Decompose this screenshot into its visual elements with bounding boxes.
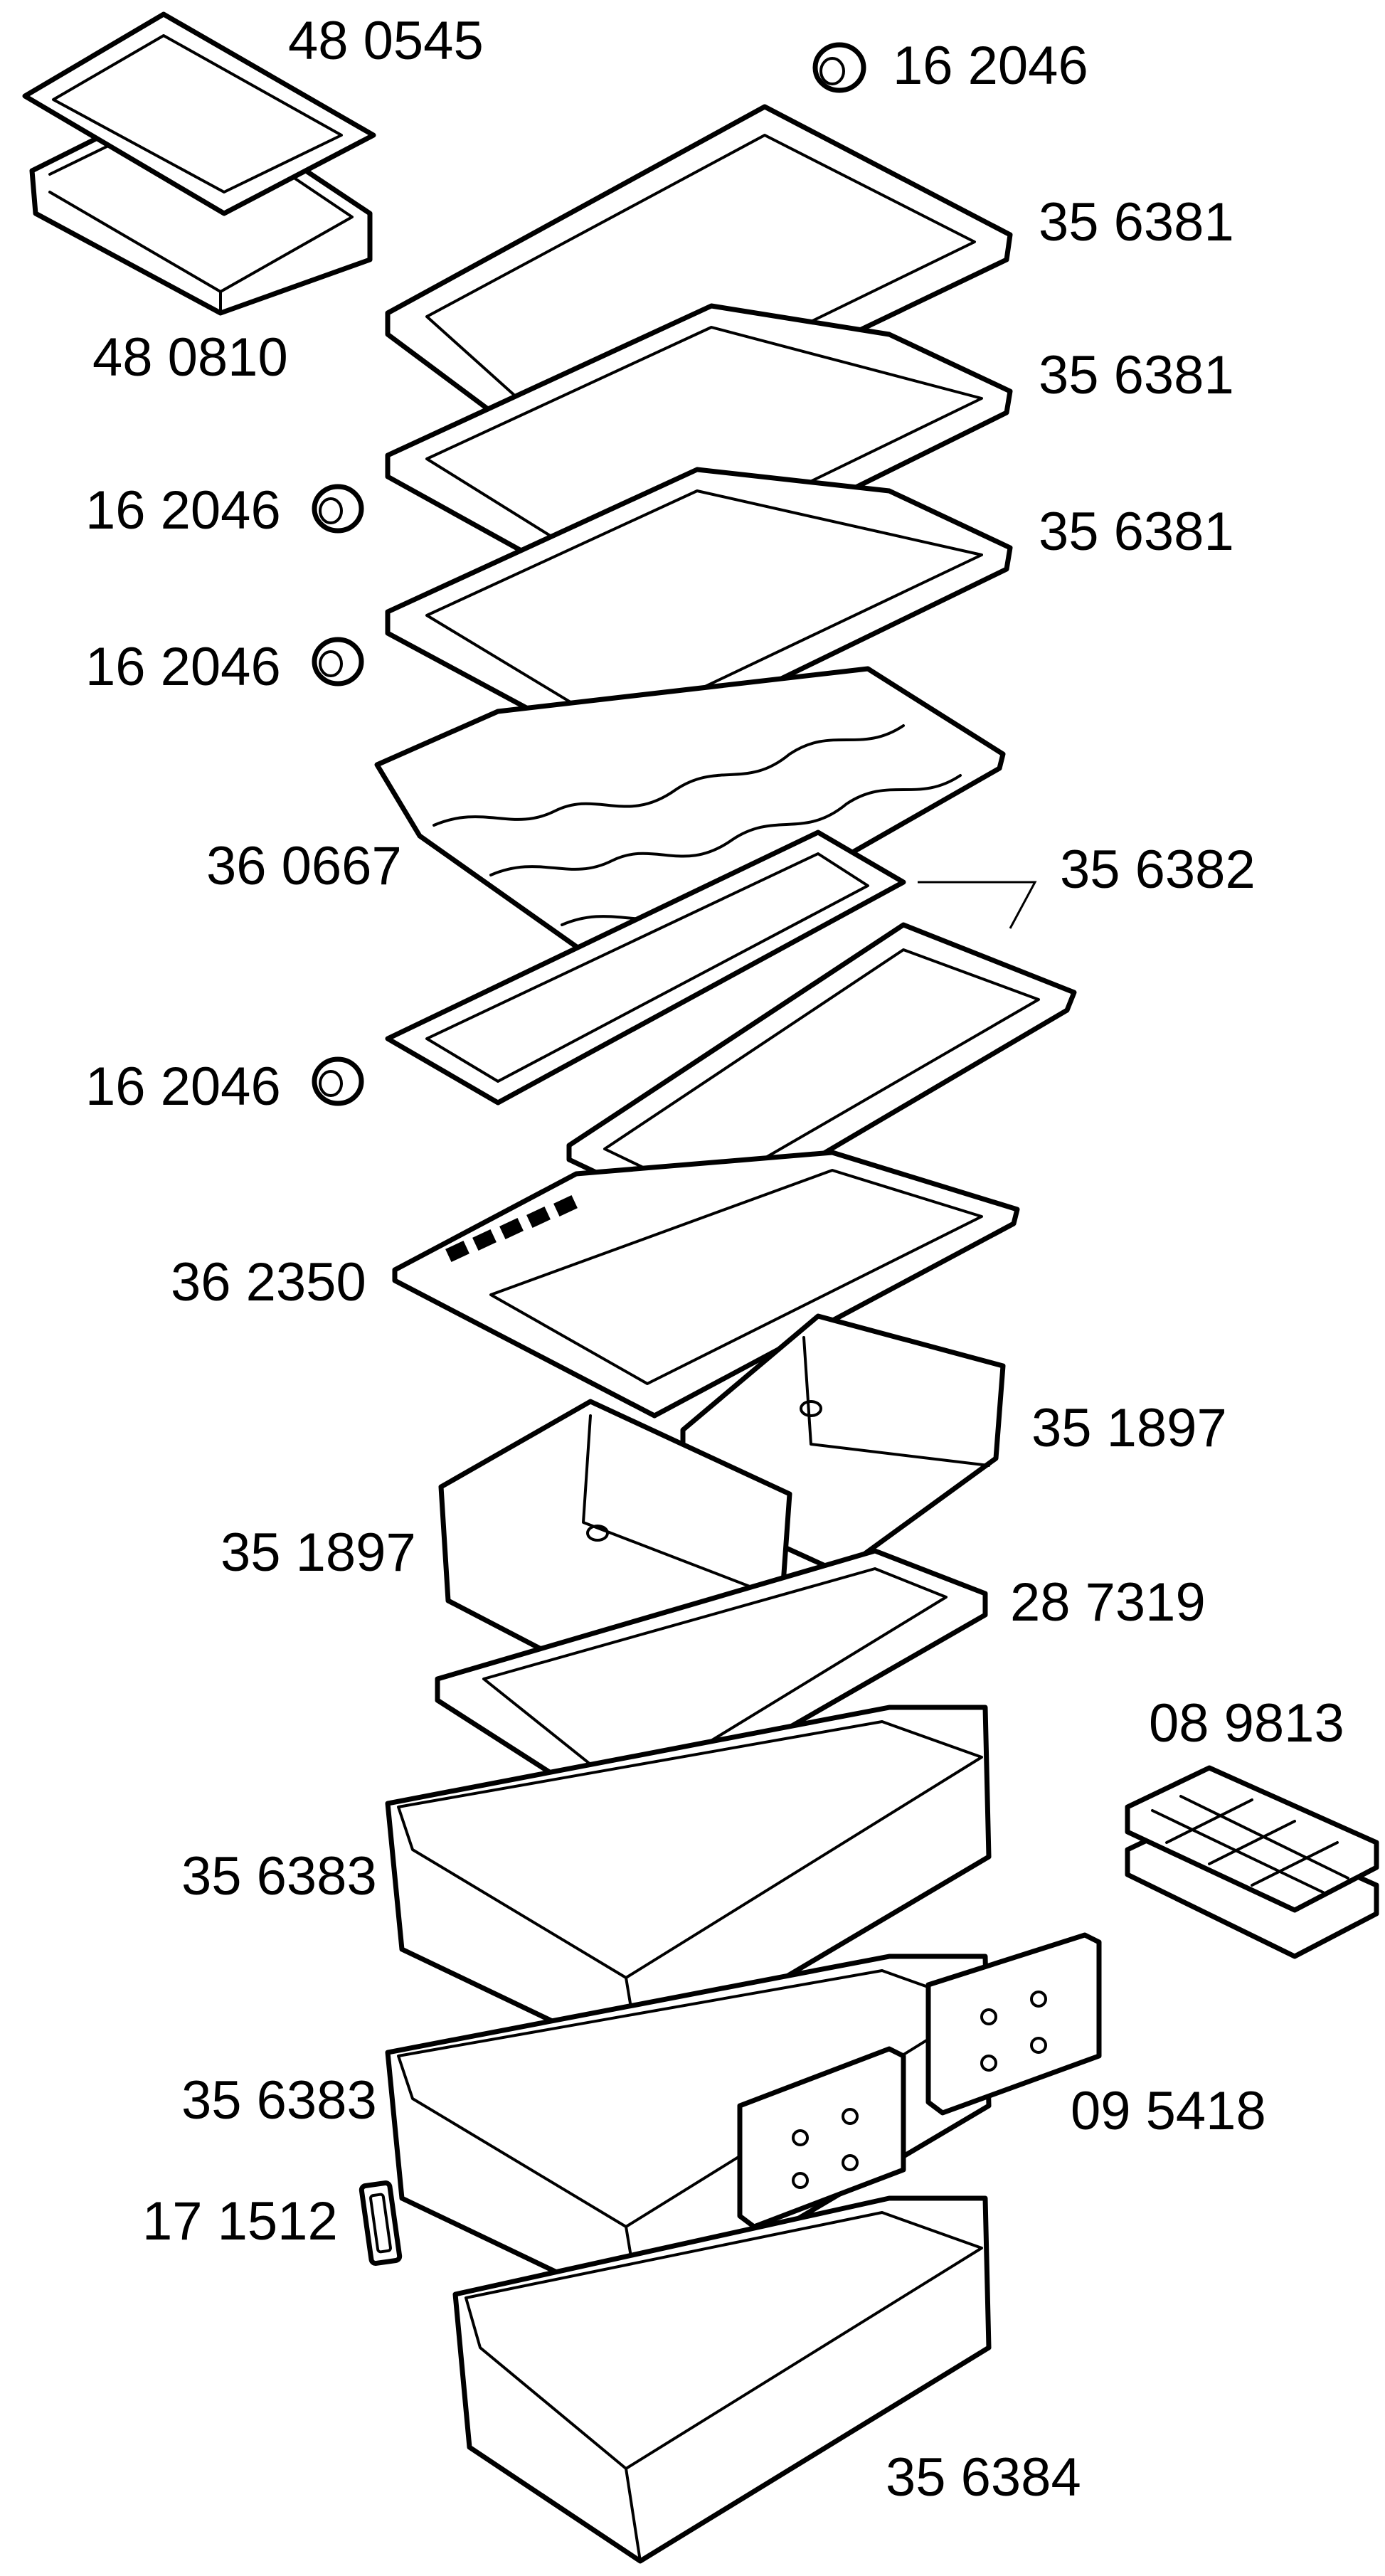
label-480545: 48 0545 (288, 11, 484, 71)
label-spacer-top: 16 2046 (893, 36, 1088, 96)
vent-shelf (392, 1150, 1020, 1419)
spacer-1-icon (312, 484, 364, 534)
label-drawer-2: 35 6383 (181, 2070, 377, 2131)
label-shelf-1: 35 6381 (1039, 192, 1234, 253)
clip-icon (359, 2180, 403, 2266)
label-shelf-3: 35 6381 (1039, 502, 1234, 562)
spacer-2-icon (312, 637, 364, 687)
label-shelf-2: 35 6381 (1039, 345, 1234, 406)
label-vent-shelf: 36 2350 (171, 1252, 366, 1313)
split-shelf-left (385, 829, 906, 1106)
label-split-shelf: 35 6382 (1060, 839, 1256, 900)
shelf-3 (385, 467, 1013, 760)
label-drawer-bottom: 35 6384 (886, 2447, 1081, 2508)
bottle-rack (374, 666, 1006, 985)
label-ice-packs: 09 5418 (1071, 2081, 1266, 2141)
bin-frame (435, 1548, 988, 1824)
ice-pack-2 (737, 2046, 906, 2230)
spacer-top-icon (812, 42, 866, 93)
label-bin-right: 35 1897 (1031, 1398, 1227, 1458)
label-clip: 17 1512 (142, 2191, 338, 2252)
label-bottle-rack: 36 0667 (206, 836, 402, 896)
drawer-bottom (452, 2195, 992, 2564)
label-bin-left: 35 1897 (221, 1522, 416, 1583)
split-shelf-leader (918, 881, 1037, 929)
label-ice-trays: 08 9813 (1149, 1693, 1344, 1754)
ice-pack-1 (925, 1932, 1102, 2116)
label-spacer-2: 16 2046 (85, 637, 281, 697)
label-spacer-1: 16 2046 (85, 480, 281, 541)
label-spacer-3: 16 2046 (85, 1056, 281, 1117)
spacer-3-icon (312, 1056, 364, 1106)
label-bin-frame: 28 7319 (1010, 1572, 1206, 1633)
frame-480545 (22, 11, 376, 216)
label-drawer-1: 35 6383 (181, 1846, 377, 1907)
label-480810: 48 0810 (92, 327, 288, 388)
ice-trays (1125, 1765, 1379, 1959)
